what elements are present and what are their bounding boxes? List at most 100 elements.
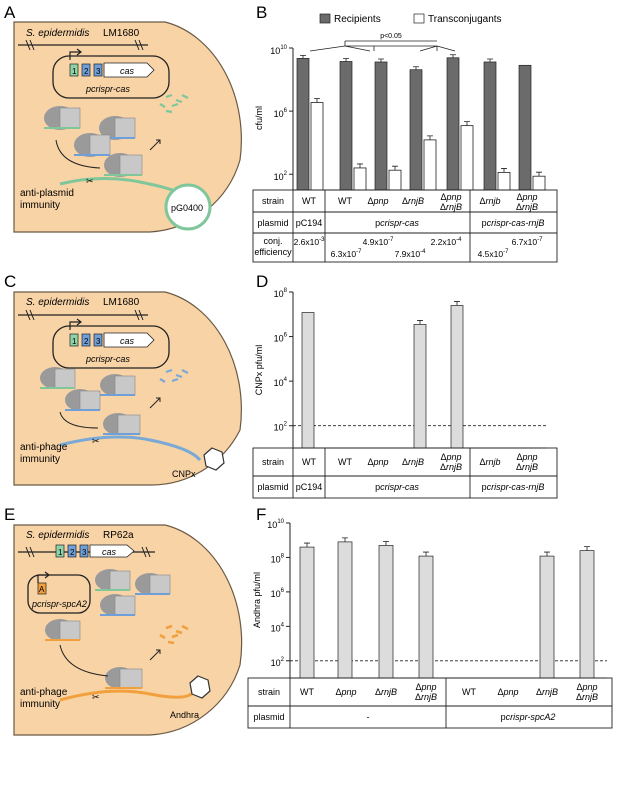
- efficiency-exponent: -7: [388, 237, 394, 243]
- strain-delta: Δ: [576, 682, 582, 692]
- target-plasmid: [164, 183, 212, 231]
- release-arrow-icon: [149, 397, 161, 409]
- significance-label: p<0.05: [380, 33, 402, 40]
- y-tick-exponent: 6: [284, 108, 288, 114]
- bar-recipients: [409, 69, 423, 191]
- efficiency-mantissa: 4.5x10: [478, 249, 504, 259]
- strain-delta: Δ: [479, 196, 485, 206]
- y-tick-exponent: 8: [281, 553, 285, 559]
- panel-letter-a: A: [4, 3, 16, 22]
- strain-delta: Δ: [497, 687, 503, 697]
- strain-delta: Δ: [415, 692, 421, 702]
- scissors-icon: ✂: [92, 692, 100, 702]
- efficiency-mantissa: 2.6x10: [294, 237, 320, 247]
- efficiency-value: 4.9x10-7: [363, 237, 395, 247]
- phage-icon: [189, 675, 211, 699]
- strain-gene: rnjB: [446, 202, 462, 212]
- spacer-2: [81, 63, 91, 77]
- panel-letter-e: E: [4, 505, 15, 524]
- strain-label: WT: [462, 687, 476, 697]
- target-label: CNPx: [172, 469, 196, 479]
- spacer-2-label: 2: [84, 67, 89, 76]
- strain-species: S. epidermidis: [26, 28, 89, 39]
- strain-label: WT: [302, 196, 316, 206]
- efficiency-exponent: -7: [537, 237, 543, 243]
- strain-gene: rnjB: [542, 687, 558, 697]
- row-label: plasmid: [253, 712, 284, 722]
- strain-delta: Δ: [479, 457, 485, 467]
- strain-gene: rnjB: [381, 687, 397, 697]
- plasmid-label: pcrispr-cas-rnjB: [482, 482, 545, 492]
- bar-andhra: [299, 546, 315, 679]
- scissors-icon: ✂: [92, 436, 100, 446]
- y-tick-exponent: 6: [281, 588, 285, 594]
- bar-transconjugants: [353, 167, 367, 191]
- plasmid-label: pcrispr-cas: [375, 482, 419, 492]
- cas-complex-group: [44, 106, 143, 177]
- error-bar: [584, 546, 590, 551]
- phage-dna: [59, 435, 202, 462]
- strain-gene: rnjB: [522, 462, 538, 472]
- strain-gene: pnp: [521, 192, 537, 202]
- plasmid-spacer-label: A: [39, 585, 45, 594]
- row-label: conj.: [263, 236, 282, 246]
- strain-label: ΔrnjB: [375, 687, 397, 697]
- plasmid-prefix: p: [501, 712, 506, 722]
- table-border: [252, 447, 558, 499]
- crrna-fragments: [159, 93, 189, 114]
- strain-delta: Δ: [440, 192, 446, 202]
- panel-c: C S. epidermidis LM1680 1 2 3 cas pcrisp…: [4, 272, 242, 486]
- strain-id: LM1680: [103, 28, 140, 39]
- plasmid-gene: crispr-cas-rnjB: [487, 482, 545, 492]
- strain-gene: rnjB: [446, 462, 462, 472]
- plasmid-name: pcrispr-spcA2: [31, 599, 87, 609]
- release-arrow-icon: [149, 649, 161, 661]
- strain-gene: pnp: [502, 687, 518, 697]
- efficiency-mantissa: 6.7x10: [512, 237, 538, 247]
- error-bar: [342, 537, 348, 542]
- strain-delta: Δ: [536, 687, 542, 697]
- spacer-2-label: 2: [70, 548, 75, 557]
- bar-andhra: [337, 541, 353, 679]
- error-bar: [357, 163, 363, 168]
- efficiency-mantissa: 4.9x10: [363, 237, 389, 247]
- efficiency-exponent: -7: [503, 249, 509, 255]
- strain-gene: rnjB: [408, 457, 424, 467]
- bar-recipients: [339, 61, 353, 191]
- strain-label: ΔrnjB: [576, 692, 598, 702]
- efficiency-exponent: -3: [319, 237, 325, 243]
- cas-gene: [89, 544, 135, 558]
- efficiency-value: 6.3x10-7: [331, 249, 363, 259]
- row-label: plasmid: [257, 218, 288, 228]
- bar-andhra: [378, 545, 394, 679]
- efficiency-value: 4.5x10-7: [478, 249, 510, 259]
- y-tick-label: 102: [274, 422, 288, 433]
- y-tick-exponent: 6: [284, 333, 288, 339]
- strain-label: ΔrnjB: [516, 462, 538, 472]
- strain-label: Δpnp: [335, 687, 356, 697]
- table-border: [247, 677, 613, 729]
- error-bar: [536, 171, 542, 177]
- scissors-icon: ✂: [86, 176, 94, 186]
- panel-e: E S. epidermidis RP62a 1 2 3 cas A pcris…: [4, 505, 243, 736]
- plasmid-label: pC194: [296, 218, 323, 228]
- strain-label: Δpnp: [516, 192, 537, 202]
- cas-gene: [103, 62, 155, 78]
- bar-transconjugants: [532, 175, 546, 191]
- spacer-1-label: 1: [72, 67, 77, 76]
- strain-label: Δpnp: [367, 196, 388, 206]
- flow-arrow-icon: [59, 644, 109, 677]
- strain-delta: Δ: [516, 462, 522, 472]
- bar-transconjugants: [497, 172, 511, 191]
- bar-recipients: [446, 57, 460, 191]
- y-tick-exponent: 10: [277, 519, 284, 525]
- strain-label: WT: [300, 687, 314, 697]
- strain-label: Δpnp: [497, 687, 518, 697]
- efficiency-value: 7.9x10-4: [395, 249, 427, 259]
- error-bar: [487, 58, 493, 62]
- chromosome-break-icon: [25, 39, 144, 51]
- strain-species: S. epidermidis: [26, 530, 89, 541]
- plasmid-name: pcrispr-cas: [85, 84, 130, 94]
- strain-delta: Δ: [440, 452, 446, 462]
